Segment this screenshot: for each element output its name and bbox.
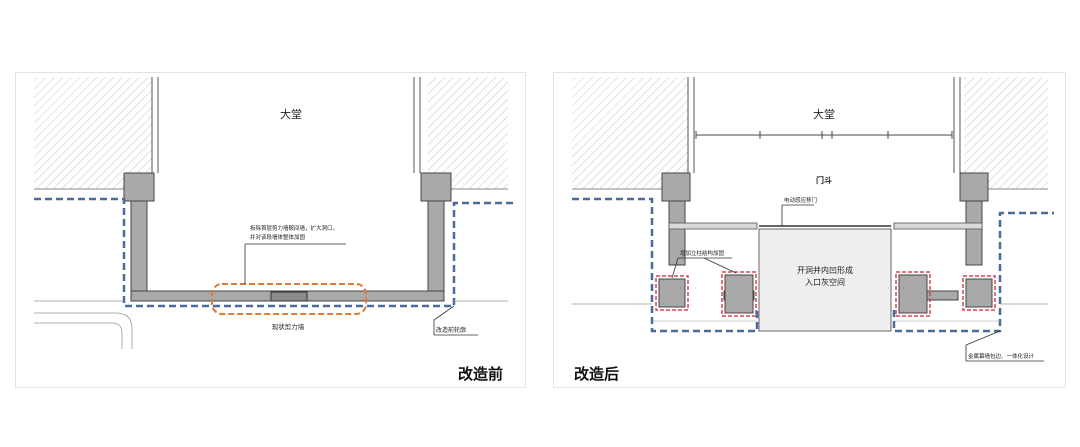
- recess-line-1: 开洞并内凹形成: [797, 265, 853, 275]
- column-label: 增加立柱结构加固: [680, 249, 725, 257]
- before-title: 改造前: [458, 365, 504, 383]
- adjacent-building-right: [964, 77, 1048, 189]
- before-floorplan: 大堂 拆除首层剪力墙鞍间墙，扩大洞口， 并对该段墙体整体加固 现状剪力墙: [34, 77, 516, 349]
- after-floorplan: 大堂 门斗: [572, 77, 1054, 362]
- wall-highlight: [211, 283, 367, 315]
- vestibule-label: 门斗: [816, 175, 832, 185]
- note-line-1: 拆除首层剪力墙鞍间墙，扩大洞口，: [250, 224, 338, 232]
- recessed-entrance: [758, 228, 892, 332]
- lobby-label: 大堂: [813, 107, 835, 121]
- recess-line-2: 入口灰空间: [805, 277, 845, 287]
- adjacent-building-left: [572, 77, 688, 189]
- wall-label: 现状剪力墙: [272, 322, 305, 331]
- adjacent-building-right: [428, 77, 508, 189]
- new-outline-left: [572, 197, 759, 333]
- shear-wall: [123, 172, 452, 302]
- structural-walls: [661, 172, 989, 301]
- outline-label: 改造前轮廓: [436, 326, 466, 334]
- lobby-label: 大堂: [280, 107, 302, 121]
- reinforcement-columns: [655, 271, 996, 317]
- before-panel: 大堂 拆除首层剪力墙鞍间墙，扩大洞口， 并对该段墙体整体加固 现状剪力墙: [15, 72, 526, 388]
- door-label: 电动感应移门: [784, 196, 817, 204]
- original-outline: [34, 197, 516, 308]
- adjacent-building-left: [34, 77, 152, 189]
- cladding-label: 金属幕墙包边、一体化设计: [968, 352, 1035, 360]
- after-title: 改造后: [574, 365, 620, 383]
- after-panel: 大堂 门斗: [553, 72, 1066, 388]
- note-line-2: 并对该段墙体整体加固: [250, 233, 306, 241]
